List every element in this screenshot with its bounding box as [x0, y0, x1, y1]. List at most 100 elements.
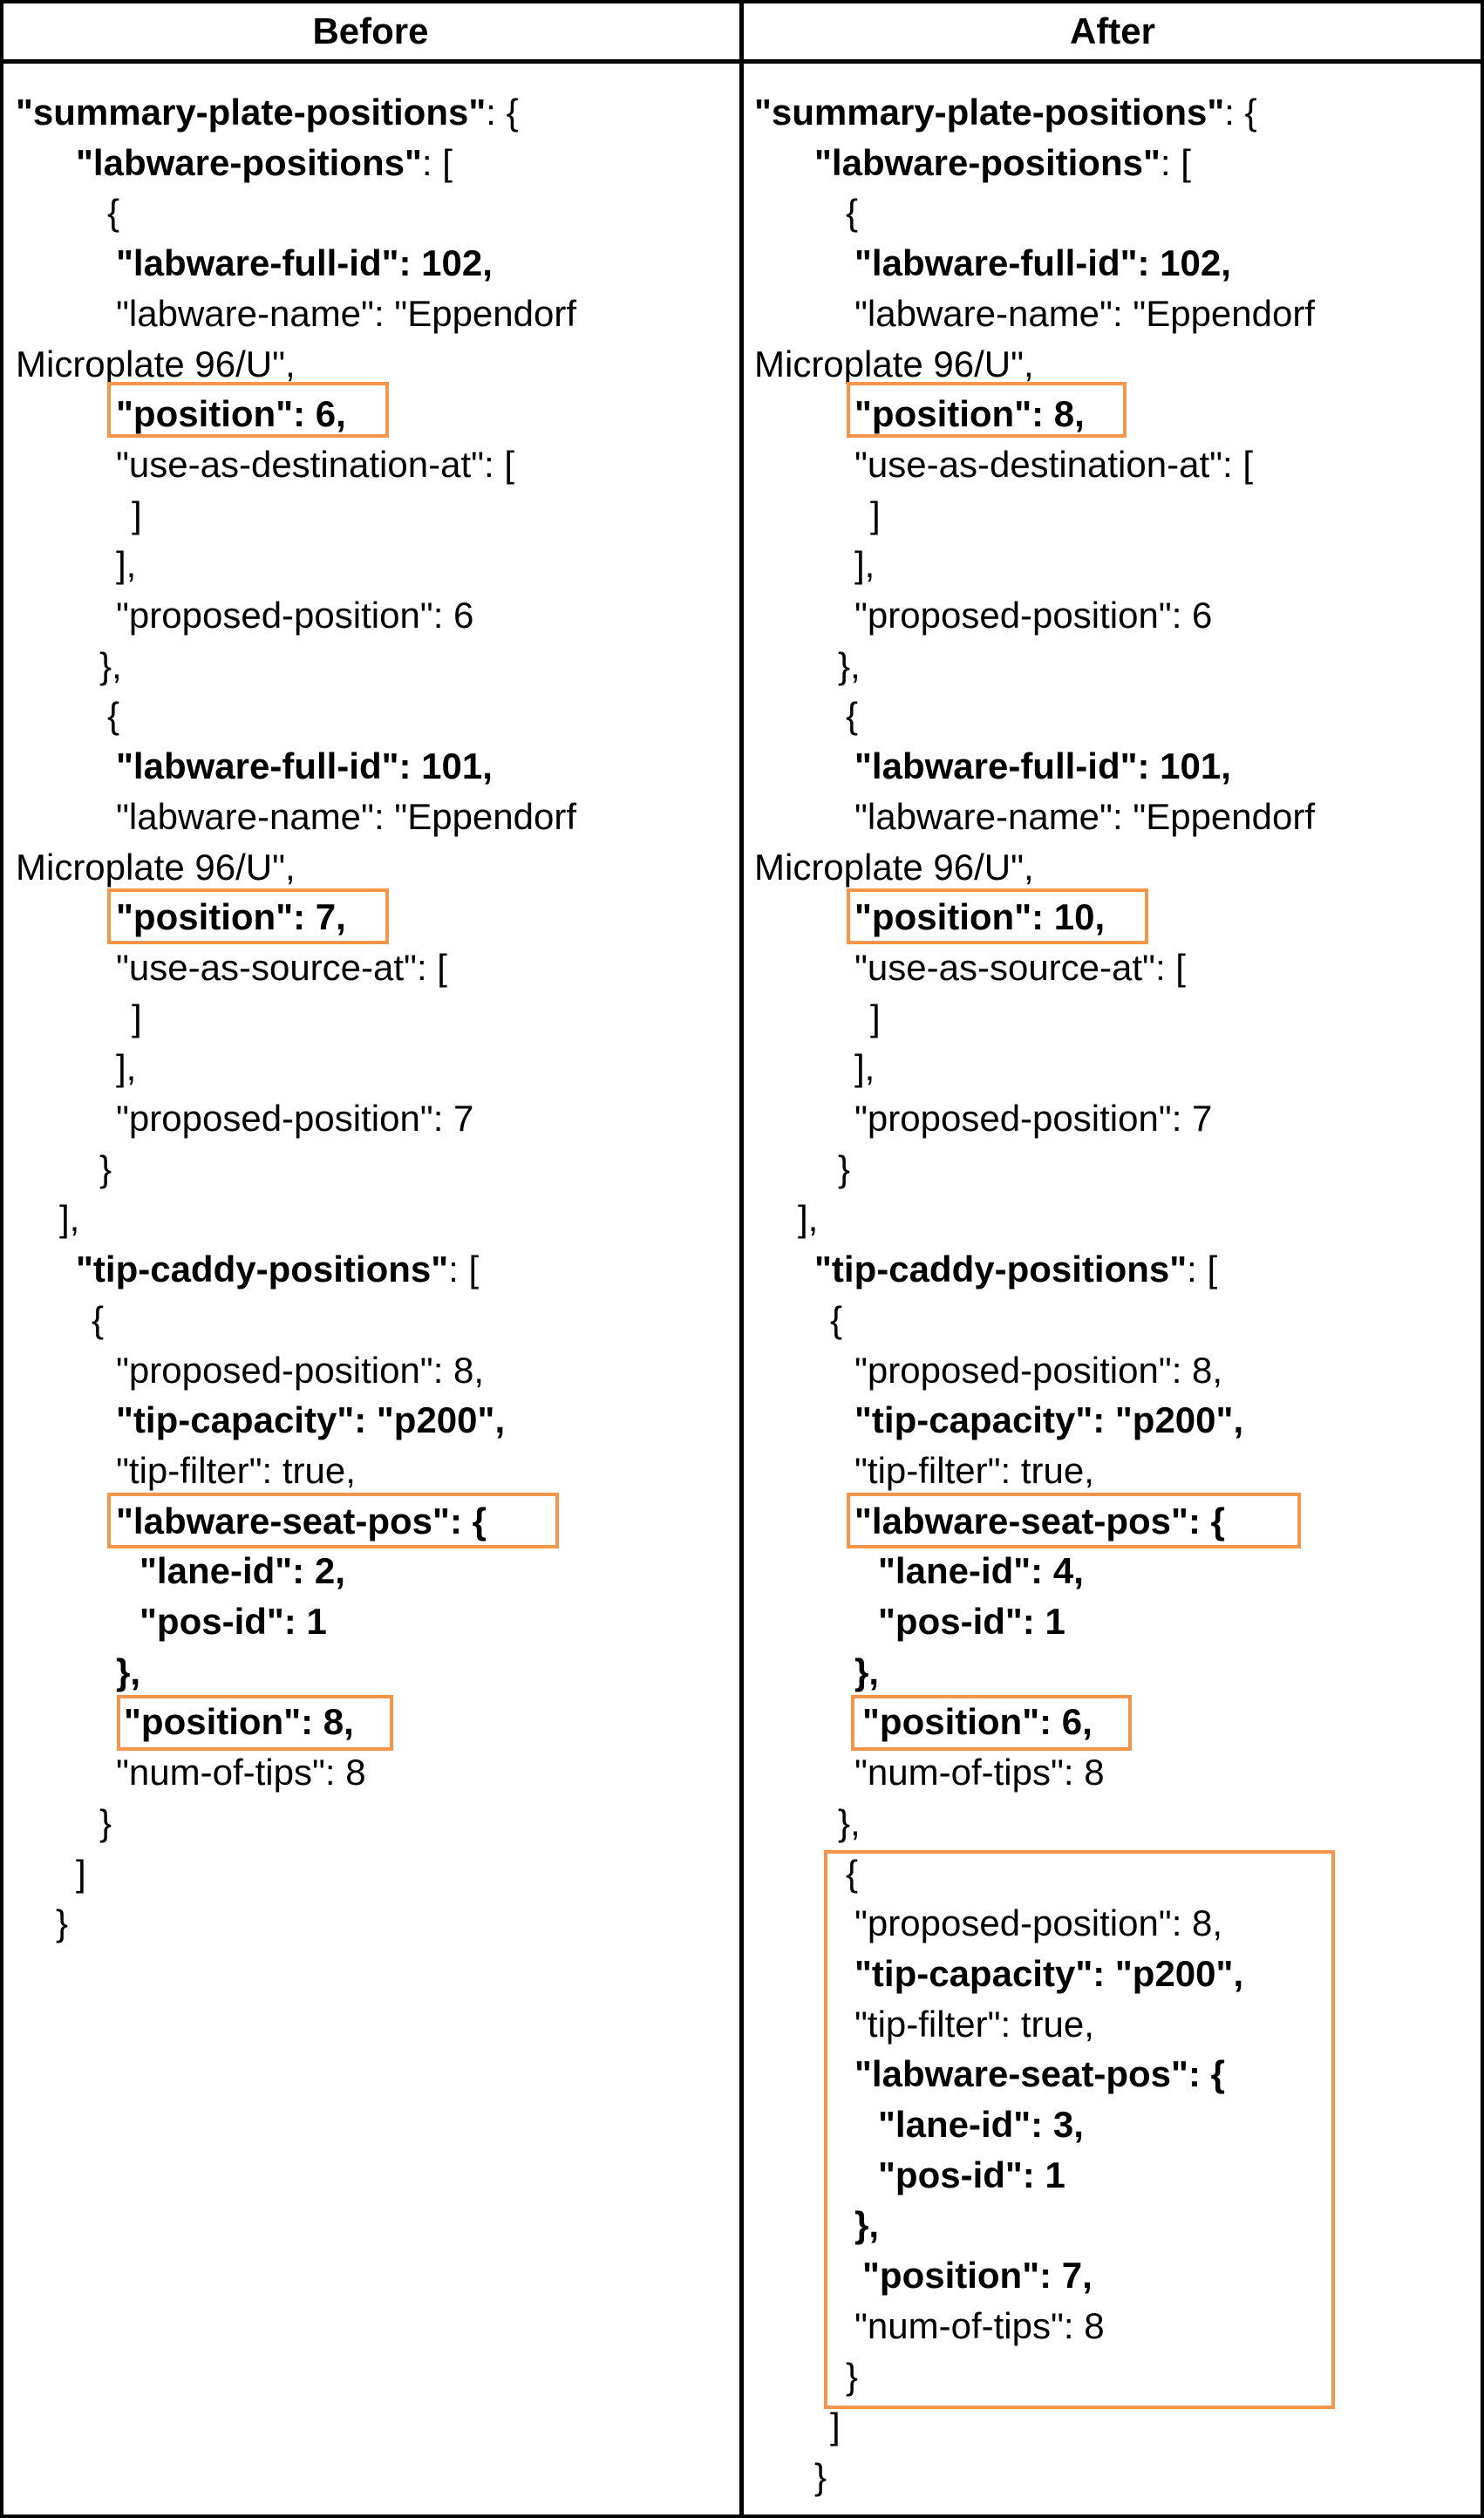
code-token: "position": 7,	[862, 2255, 1093, 2297]
code-token: ],	[116, 1047, 137, 1089]
highlight-box-after-tip-position	[851, 1695, 1132, 1751]
code-token: ]	[830, 2406, 841, 2447]
highlight-box-before-tip-position	[117, 1695, 393, 1751]
code-token: "tip-capacity": "p200",	[116, 1399, 506, 1441]
code-line: "labware-full-id": 101,	[854, 741, 1231, 792]
code-token: }	[846, 2355, 859, 2397]
code-token: }	[99, 1147, 112, 1189]
code-line: ],	[59, 1194, 79, 1244]
code-token: ],	[798, 1198, 819, 1240]
code-line: ],	[854, 1043, 875, 1093]
code-line: {	[107, 691, 119, 741]
code-line: Microplate 96/U",	[16, 339, 296, 390]
code-line: "use-as-destination-at": [	[116, 439, 514, 490]
code-line: "use-as-destination-at": [	[854, 439, 1253, 490]
code-line: },	[854, 2200, 879, 2250]
code-line: },	[838, 641, 861, 691]
code-token: "tip-caddy-positions"	[814, 1249, 1188, 1290]
code-token: ]	[870, 997, 881, 1038]
code-token: "position": 8,	[124, 1701, 354, 1743]
code-token: "summary-plate-positions"	[16, 92, 487, 133]
code-line: "labware-name": "Eppendorf	[854, 792, 1315, 842]
code-line: "proposed-position": 8,	[854, 1898, 1222, 1949]
code-token: : [	[1187, 1249, 1218, 1290]
code-token: "position": 7,	[116, 896, 346, 938]
code-line: ]	[132, 993, 142, 1044]
code-token: "summary-plate-positions"	[754, 92, 1225, 133]
code-token: "position": 6,	[116, 393, 346, 435]
code-token: Microplate 96/U",	[16, 846, 296, 888]
code-line: {	[846, 1848, 858, 1899]
code-line: "tip-caddy-positions": [	[814, 1244, 1217, 1295]
code-line: "tip-capacity": "p200",	[854, 1395, 1243, 1446]
code-line: "summary-plate-positions": {	[16, 87, 519, 138]
code-token: Microplate 96/U",	[754, 343, 1034, 385]
code-token: "tip-caddy-positions"	[76, 1249, 449, 1290]
code-token: "tip-capacity": "p200",	[854, 1399, 1244, 1441]
highlight-box-before-position-2	[107, 888, 389, 944]
code-line: "labware-name": "Eppendorf	[116, 792, 576, 842]
code-token: ],	[854, 1047, 875, 1089]
code-line: ],	[798, 1194, 818, 1244]
code-token: : {	[486, 92, 519, 133]
code-token: "proposed-position": 6	[116, 595, 474, 636]
code-line: "labware-positions": [	[76, 138, 453, 188]
code-line: ],	[116, 1043, 136, 1093]
code-line: "proposed-position": 6	[116, 590, 473, 641]
code-token: {	[830, 1298, 843, 1340]
highlight-box-after-position-2	[847, 888, 1148, 944]
code-token: : [	[421, 141, 453, 183]
code-line: ]	[76, 1848, 86, 1899]
code-token: "proposed-position": 8,	[854, 1349, 1223, 1391]
code-token: "labware-name": "Eppendorf	[854, 795, 1316, 837]
code-line: },	[99, 641, 122, 691]
code-line: "labware-full-id": 102,	[116, 238, 493, 289]
code-token: "use-as-destination-at": [	[854, 443, 1254, 485]
code-line: "position": 10,	[854, 892, 1105, 943]
code-line: ],	[116, 540, 136, 590]
code-token: },	[116, 1650, 141, 1692]
code-token: "lane-id": 2,	[140, 1550, 345, 1592]
code-token: ]	[870, 493, 881, 535]
code-line: Microplate 96/U",	[754, 842, 1034, 893]
code-line: "tip-capacity": "p200",	[854, 1949, 1243, 1999]
code-token: "labware-full-id": 102,	[116, 242, 493, 284]
code-token: }	[838, 1147, 851, 1189]
code-line: "num-of-tips": 8	[854, 2301, 1105, 2351]
code-token: "num-of-tips": 8	[854, 2304, 1105, 2346]
code-token: "num-of-tips": 8	[116, 1752, 366, 1793]
code-token: "proposed-position": 8,	[116, 1349, 485, 1391]
code-line: "position": 6,	[862, 1697, 1093, 1747]
code-token: ],	[59, 1198, 80, 1240]
code-line: {	[846, 691, 858, 741]
code-line: ]	[870, 490, 881, 541]
highlight-box-before-position-1	[107, 382, 389, 438]
code-token: "tip-capacity": "p200",	[854, 1952, 1244, 1994]
code-line: "proposed-position": 6	[854, 590, 1212, 641]
code-line: },	[854, 1647, 879, 1698]
code-line: "num-of-tips": 8	[854, 1747, 1105, 1798]
code-token: "labware-full-id": 101,	[854, 745, 1231, 787]
code-line: "labware-seat-pos": {	[854, 2049, 1225, 2099]
code-token: "lane-id": 3,	[878, 2104, 1084, 2145]
code-token: Microplate 96/U",	[754, 846, 1034, 888]
code-token: Microplate 96/U",	[16, 343, 296, 385]
code-token: }	[814, 2455, 827, 2497]
code-token: "pos-id": 1	[878, 2154, 1065, 2195]
code-token: "num-of-tips": 8	[854, 1752, 1105, 1793]
code-line: "tip-caddy-positions": [	[76, 1244, 479, 1295]
code-token: "pos-id": 1	[878, 1601, 1065, 1642]
code-line: "labware-seat-pos": {	[116, 1496, 487, 1547]
code-line: "tip-capacity": "p200",	[116, 1395, 505, 1446]
code-token: "proposed-position": 7	[116, 1098, 474, 1139]
code-line: "use-as-source-at": [	[854, 943, 1186, 993]
code-line: "position": 8,	[124, 1697, 354, 1747]
code-token: {	[107, 192, 120, 234]
code-token: "use-as-source-at": [	[116, 946, 447, 988]
code-line: "tip-filter": true,	[854, 1999, 1094, 2050]
code-token: : {	[1224, 92, 1257, 133]
code-token: : [	[1160, 141, 1191, 183]
code-token: },	[838, 644, 861, 686]
code-line: {	[830, 1295, 842, 1345]
